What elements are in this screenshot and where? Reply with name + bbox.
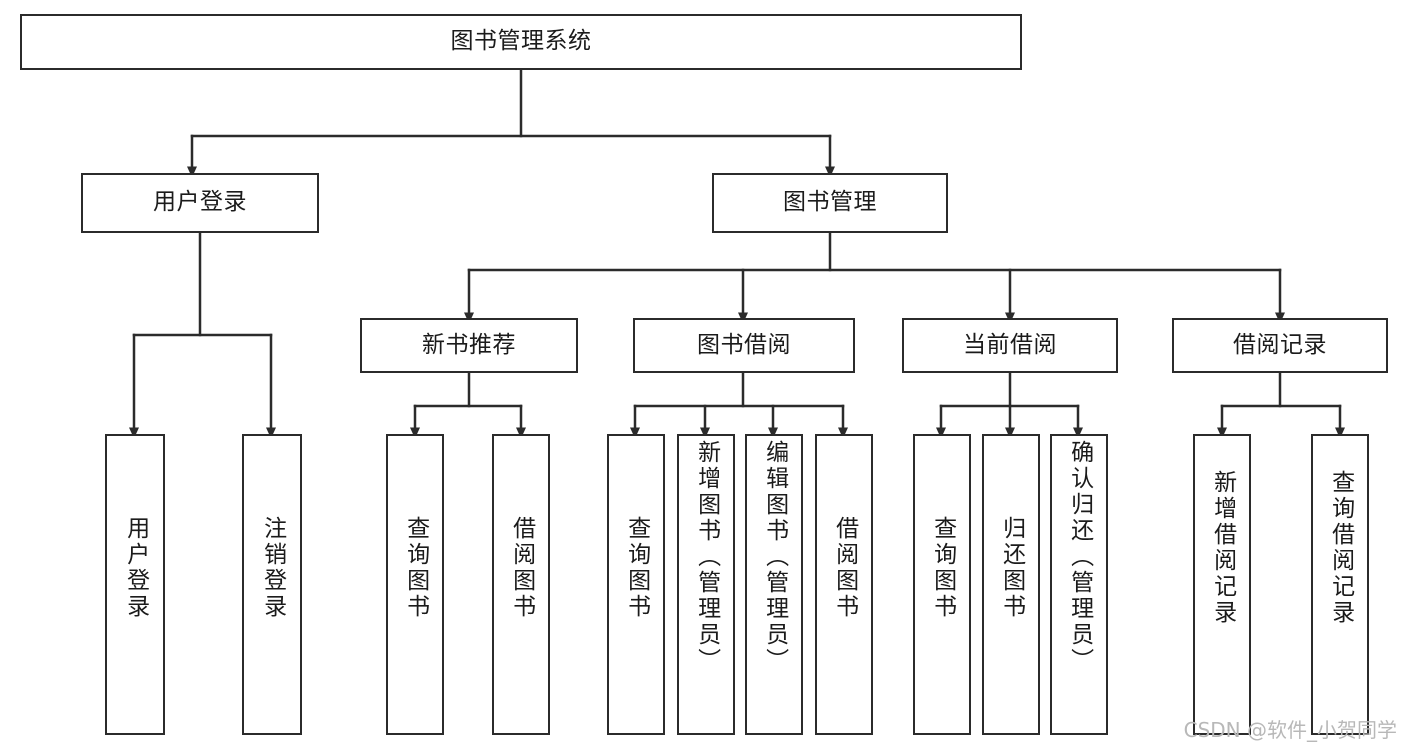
node-leaf-return-book[interactable]: 归还图书: [982, 434, 1040, 735]
node-book-borrow-label: 图书借阅: [697, 331, 791, 358]
node-borrow-record-label: 借阅记录: [1233, 331, 1327, 358]
node-book-borrow[interactable]: 图书借阅: [633, 318, 855, 373]
node-new-book-recommend-label: 新书推荐: [422, 331, 516, 358]
node-leaf-borrow-book-1[interactable]: 借阅图书: [492, 434, 550, 735]
node-book-manage[interactable]: 图书管理: [712, 173, 948, 233]
node-leaf-query-book-1-label: 查询图书: [402, 516, 429, 620]
node-book-manage-label: 图书管理: [783, 189, 877, 216]
node-leaf-borrow-book-1-label: 借阅图书: [508, 516, 535, 620]
node-current-borrow-label: 当前借阅: [963, 331, 1057, 358]
node-leaf-edit-book-admin[interactable]: 编辑图书（管理员）: [745, 434, 803, 735]
node-leaf-logout[interactable]: 注销登录: [242, 434, 302, 735]
node-leaf-add-book-admin[interactable]: 新增图书（管理员）: [677, 434, 735, 735]
node-leaf-return-book-label: 归还图书: [998, 516, 1025, 620]
node-leaf-add-book-admin-label: 新增图书（管理员）: [693, 440, 720, 674]
node-leaf-add-record[interactable]: 新增借阅记录: [1193, 434, 1251, 735]
node-leaf-confirm-return-admin-label: 确认归还（管理员）: [1066, 440, 1093, 674]
node-leaf-user-login[interactable]: 用户登录: [105, 434, 165, 735]
node-new-book-recommend[interactable]: 新书推荐: [360, 318, 578, 373]
node-leaf-query-record[interactable]: 查询借阅记录: [1311, 434, 1369, 735]
node-root-label: 图书管理系统: [450, 28, 592, 55]
csdn-watermark: CSDN @软件_小贺同学: [1183, 718, 1397, 742]
node-leaf-borrow-book-2[interactable]: 借阅图书: [815, 434, 873, 735]
node-root[interactable]: 图书管理系统: [20, 14, 1022, 70]
node-current-borrow[interactable]: 当前借阅: [902, 318, 1118, 373]
node-leaf-edit-book-admin-label: 编辑图书（管理员）: [761, 440, 788, 674]
node-leaf-query-book-2-label: 查询图书: [623, 516, 650, 620]
node-leaf-logout-label: 注销登录: [259, 516, 286, 620]
node-leaf-query-book-1[interactable]: 查询图书: [386, 434, 444, 735]
node-user-login[interactable]: 用户登录: [81, 173, 319, 233]
node-leaf-query-record-label: 查询借阅记录: [1327, 470, 1354, 626]
node-borrow-record[interactable]: 借阅记录: [1172, 318, 1388, 373]
node-leaf-borrow-book-2-label: 借阅图书: [831, 516, 858, 620]
node-leaf-query-book-3[interactable]: 查询图书: [913, 434, 971, 735]
node-leaf-user-login-label: 用户登录: [122, 516, 149, 620]
node-leaf-confirm-return-admin[interactable]: 确认归还（管理员）: [1050, 434, 1108, 735]
node-leaf-query-book-2[interactable]: 查询图书: [607, 434, 665, 735]
node-leaf-add-record-label: 新增借阅记录: [1209, 470, 1236, 626]
node-user-login-label: 用户登录: [153, 189, 247, 216]
node-leaf-query-book-3-label: 查询图书: [929, 516, 956, 620]
